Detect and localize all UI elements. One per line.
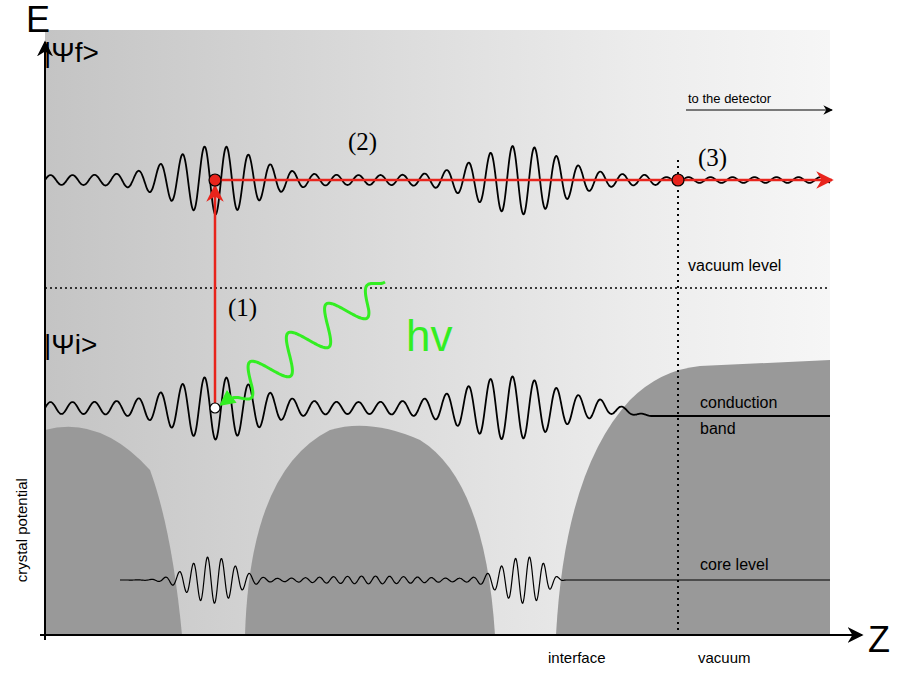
level-label: vacuum level	[688, 257, 781, 275]
photon-label: hv	[406, 312, 452, 360]
state-label: |Ψi>	[44, 330, 97, 361]
z-axis	[40, 634, 862, 636]
state-label: |Ψf>	[44, 38, 99, 69]
axis-label: E	[26, 0, 50, 40]
region-label: vacuum	[698, 650, 751, 667]
potential-hump	[45, 427, 182, 635]
step-number: (3)	[698, 144, 727, 172]
interface-line	[677, 160, 679, 640]
level-label: core level	[700, 556, 768, 574]
electron-dot	[209, 174, 221, 186]
crystal-background	[45, 30, 830, 635]
band-label: conduction band	[700, 390, 790, 442]
detector-arrow	[686, 109, 832, 110]
step-number: (1)	[228, 294, 257, 322]
step-number: (2)	[348, 128, 377, 156]
transport-arrow	[215, 179, 832, 182]
axis-label: Z	[868, 620, 890, 660]
axis-label: crystal potential	[14, 478, 31, 582]
photon-arrowhead	[219, 390, 237, 406]
hole-dot	[210, 403, 220, 413]
excitation-arrow	[214, 186, 217, 404]
potential-hump	[245, 426, 495, 635]
electron-dot	[672, 174, 684, 186]
region-label: interface	[548, 650, 606, 667]
detector-note: to the detector	[688, 92, 771, 106]
vacuum-level-line	[45, 287, 830, 289]
